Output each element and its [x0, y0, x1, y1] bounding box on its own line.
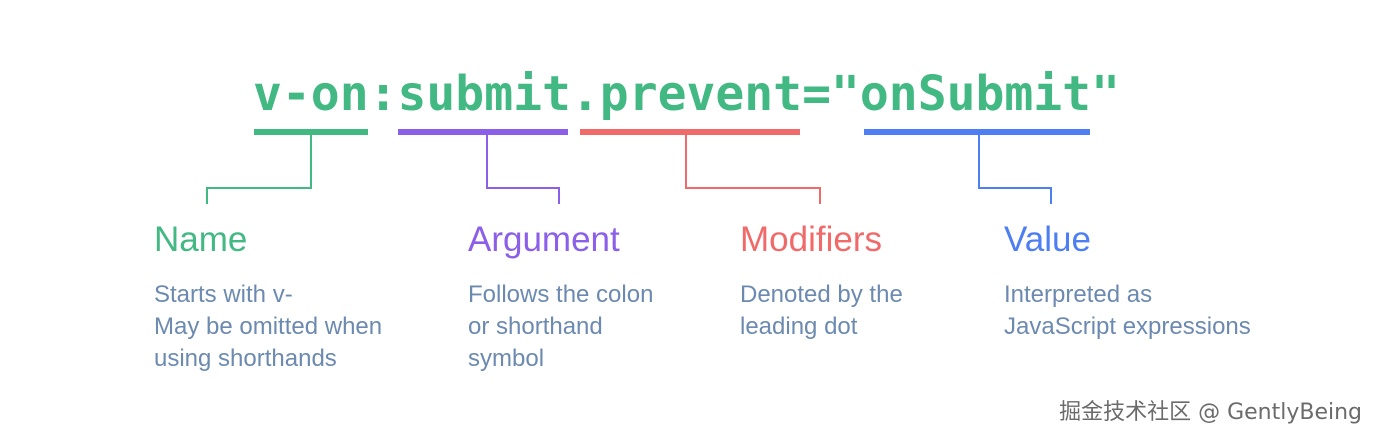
- modifiers-description-line: Denoted by the: [740, 281, 903, 308]
- modifiers-title: Modifiers: [740, 220, 882, 259]
- value-connector: [978, 135, 1052, 204]
- argument-description: Follows the colon or shorthand symbol: [468, 279, 653, 375]
- name-description-line: Starts with v-: [154, 281, 293, 308]
- watermark: 掘金技术社区 @ GentlyBeing: [1059, 400, 1362, 425]
- code-name: v-on: [253, 66, 369, 122]
- value-description-line: Interpreted as: [1004, 281, 1153, 308]
- code-equals: =: [802, 66, 831, 122]
- argument-part: Argument Follows the colon or shorthand …: [468, 220, 653, 375]
- value-title: Value: [1004, 220, 1091, 259]
- name-description-line: May be omitted when: [154, 313, 383, 340]
- argument-description-line: Follows the colon: [468, 281, 654, 308]
- value-description-line: JavaScript expressions: [1004, 313, 1251, 340]
- argument-underline: [398, 129, 568, 135]
- modifiers-description-line: leading dot: [740, 313, 858, 340]
- argument-connector: [486, 135, 560, 204]
- code-value: onSubmit: [859, 66, 1092, 122]
- name-underline: [254, 129, 368, 135]
- name-title: Name: [154, 220, 248, 259]
- code-modifier: .prevent: [570, 66, 803, 122]
- argument-description-line: symbol: [468, 345, 545, 372]
- modifiers-part: Modifiers Denoted by the leading dot: [740, 220, 903, 343]
- code-colon: :: [368, 66, 398, 122]
- argument-description-line: or shorthand: [468, 313, 603, 340]
- code-argument: submit: [397, 66, 571, 122]
- name-part: Name Starts with v- May be omitted when …: [154, 220, 382, 375]
- name-description: Starts with v- May be omitted when using…: [154, 279, 382, 375]
- modifiers-description: Denoted by the leading dot: [740, 279, 903, 343]
- modifiers-underline: [580, 129, 800, 135]
- value-underline: [864, 129, 1090, 135]
- directive-code: v-on:submit.prevent="onSubmit": [253, 62, 1120, 126]
- name-connector: [206, 135, 312, 204]
- name-description-line: using shorthands: [154, 345, 337, 372]
- code-open-quote: ": [830, 66, 860, 122]
- code-close-quote: ": [1091, 66, 1120, 122]
- argument-title: Argument: [468, 220, 620, 259]
- value-description: Interpreted as JavaScript expressions: [1004, 279, 1251, 343]
- value-part: Value Interpreted as JavaScript expressi…: [1004, 220, 1251, 343]
- modifiers-connector: [685, 135, 821, 204]
